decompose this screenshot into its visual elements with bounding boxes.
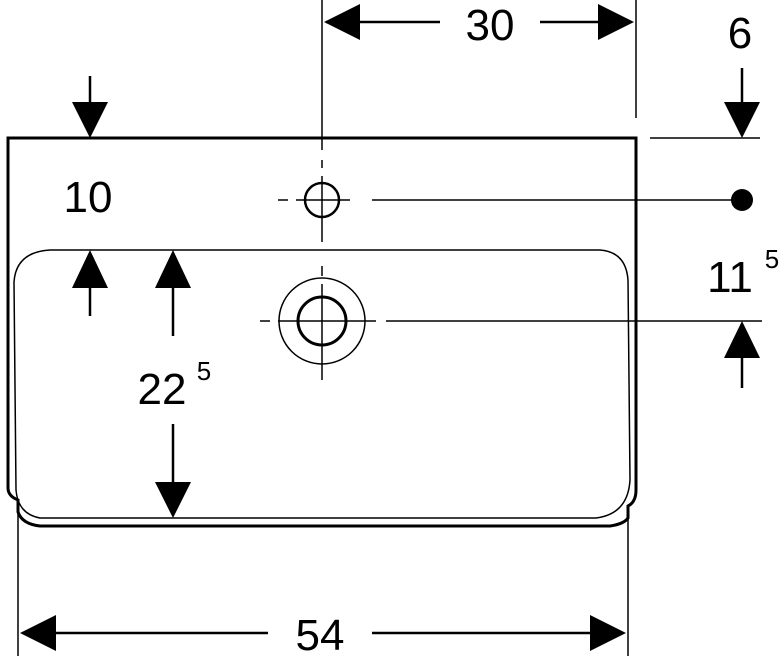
dim-54-left-head bbox=[20, 615, 56, 651]
dim-30-right-head bbox=[598, 4, 634, 40]
dim-22-superscript: 5 bbox=[197, 356, 211, 386]
tap-reference-dot bbox=[731, 189, 753, 211]
basin-inner-bowl bbox=[13, 249, 631, 519]
dim-54-label: 54 bbox=[296, 611, 345, 656]
dim-11-arrow-head bbox=[724, 321, 760, 358]
dim-30-label: 30 bbox=[466, 1, 515, 50]
dim-6-arrow-head bbox=[724, 102, 760, 138]
dim-10-top-arrow-head bbox=[72, 102, 108, 138]
dim-10-label: 10 bbox=[64, 173, 113, 222]
dim-11-superscript: 5 bbox=[765, 244, 779, 274]
dim-30-left-head bbox=[324, 4, 360, 40]
dim-54-right-head bbox=[590, 615, 626, 651]
basin-outer-outline bbox=[6, 136, 638, 528]
dim-22-top-arrow-head bbox=[155, 250, 191, 288]
dim-11-label: 11 bbox=[707, 253, 753, 302]
tap-hole bbox=[303, 181, 341, 219]
dim-22-bottom-arrow-head bbox=[155, 482, 191, 518]
dim-6-label: 6 bbox=[728, 9, 752, 58]
dim-22-label: 22 bbox=[138, 365, 187, 414]
dim-10-bottom-arrow-head bbox=[72, 250, 108, 288]
